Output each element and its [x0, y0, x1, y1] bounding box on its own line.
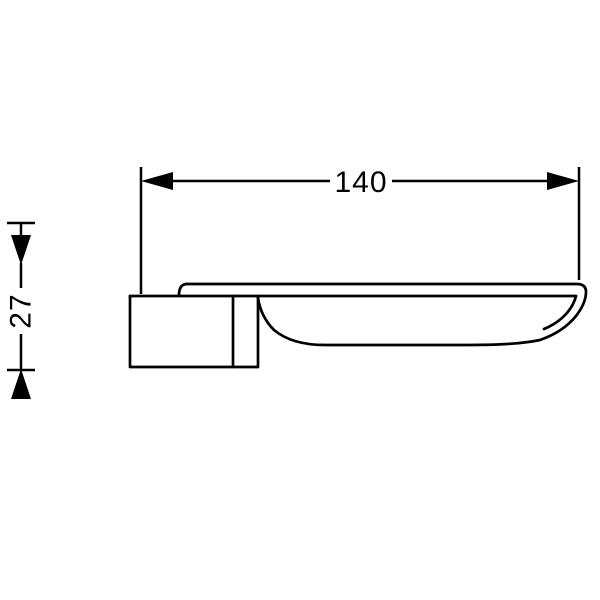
shelf-plate-left-cap	[177, 282, 188, 297]
wall-bracket	[128, 294, 260, 369]
dim-arrowhead-right-icon	[547, 172, 579, 190]
dim-arrowhead-left-icon	[141, 172, 173, 190]
height-dimension-label: 27	[5, 293, 38, 328]
shelf-plate-and-bowl-profile	[184, 282, 588, 347]
width-dimension-label: 140	[334, 166, 387, 199]
bowl-inner-wall-right	[542, 294, 578, 331]
dim-arrowhead-down-icon	[11, 235, 31, 265]
height-dimension	[7, 221, 35, 399]
width-dimension	[139, 167, 581, 294]
product-outline	[128, 282, 588, 369]
dim-arrowhead-up-icon	[11, 369, 31, 399]
